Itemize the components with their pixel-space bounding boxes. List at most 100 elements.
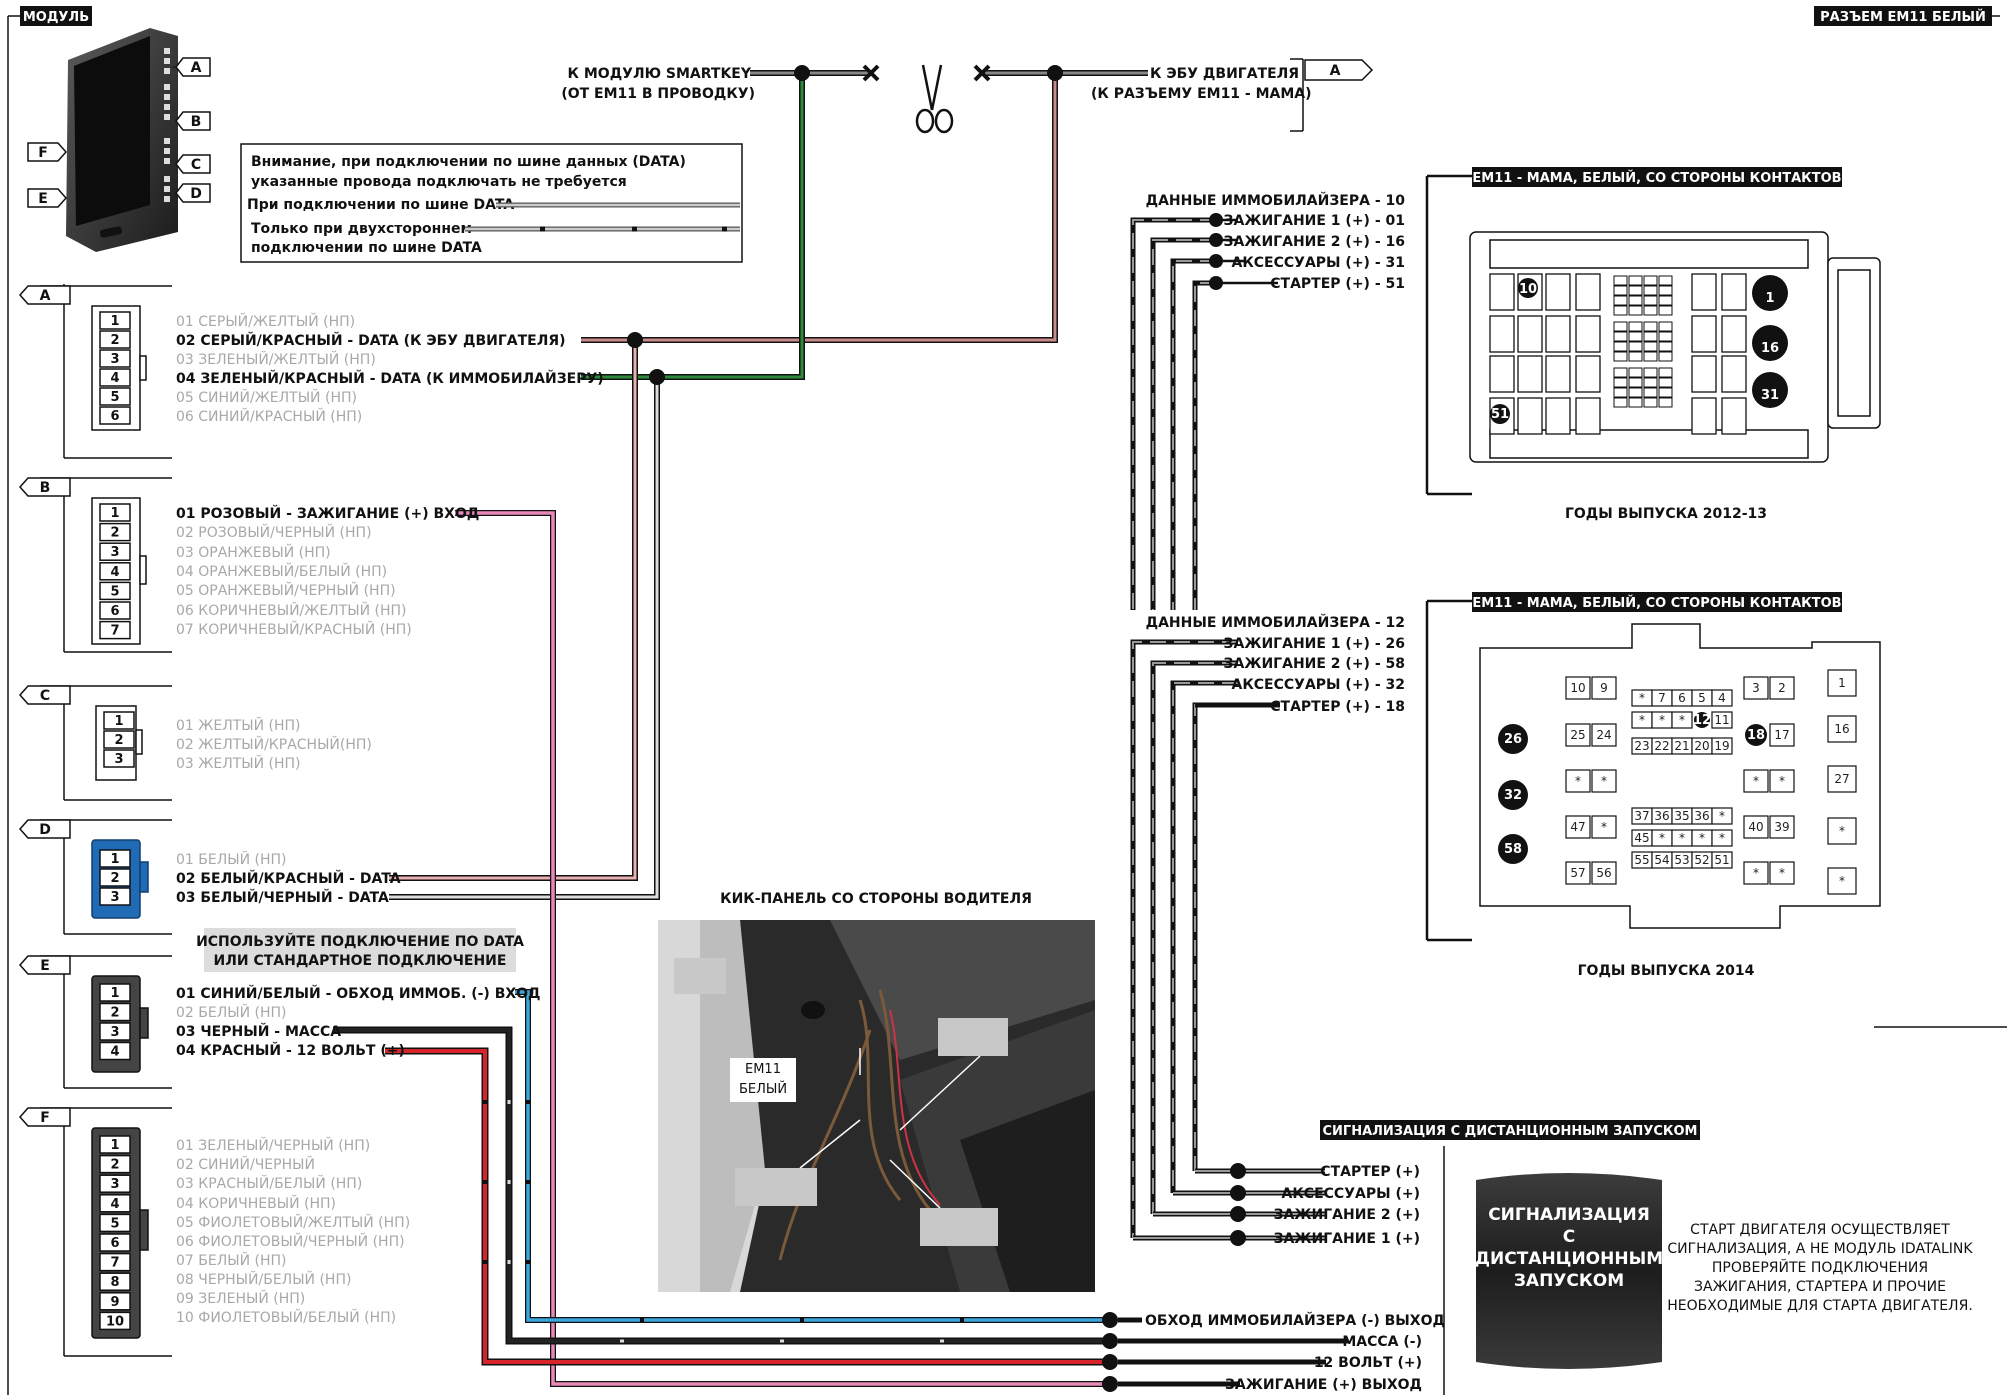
em11-2014-pin	[1743, 815, 1769, 839]
connector-pin-number: 2	[110, 1006, 119, 1021]
em11-2014-pin-label: *	[1679, 831, 1685, 845]
svg-text:02 СИНИЙ/ЧЕРНЫЙ: 02 СИНИЙ/ЧЕРНЫЙ	[176, 1155, 315, 1173]
svg-text:EM11 - МАМА, БЕЛЫЙ, СО СТОРОНЫ: EM11 - МАМА, БЕЛЫЙ, СО СТОРОНЫ КОНТАКТОВ	[1472, 595, 1841, 611]
svg-text:К ЭБУ ДВИГАТЕЛЯ: К ЭБУ ДВИГАТЕЛЯ	[1150, 66, 1299, 82]
svg-text:СТАРТЕР (+) - 18: СТАРТЕР (+) - 18	[1270, 699, 1405, 715]
em11-2014-pin	[1565, 769, 1591, 793]
svg-text:E: E	[38, 191, 48, 207]
em11-2012-connector	[1469, 231, 1881, 463]
em11-2012-box-title: EM11 - МАМА, БЕЛЫЙ, СО СТОРОНЫ КОНТАКТОВ	[1472, 167, 1842, 187]
em11-2014-pin-label: *	[1659, 713, 1665, 727]
em11-2014-pin-label: *	[1753, 866, 1759, 880]
em11-2014-pin-label: 37	[1634, 809, 1649, 823]
svg-text:НЕОБХОДИМЫЕ ДЛЯ СТАРТА ДВИГАТЕ: НЕОБХОДИМЫЕ ДЛЯ СТАРТА ДВИГАТЕЛЯ.	[1667, 1298, 1973, 1314]
em11-2014-pin-label: *	[1601, 820, 1607, 834]
svg-text:05 ОРАНЖЕВЫЙ/ЧЕРНЫЙ (НП): 05 ОРАНЖЕВЫЙ/ЧЕРНЫЙ (НП)	[176, 581, 396, 599]
svg-text:1: 1	[1765, 291, 1774, 306]
em11-2014-pin-label: *	[1639, 713, 1645, 727]
svg-text:06 ФИОЛЕТОВЫЙ/ЧЕРНЫЙ (НП): 06 ФИОЛЕТОВЫЙ/ЧЕРНЫЙ (НП)	[176, 1232, 405, 1250]
em11-2014-pin	[1769, 815, 1795, 839]
em11-2014-box-title: EM11 - МАМА, БЕЛЫЙ, СО СТОРОНЫ КОНТАКТОВ	[1472, 592, 1842, 612]
svg-text:12 ВОЛЬТ (+): 12 ВОЛЬТ (+)	[1314, 1355, 1422, 1371]
svg-text:СИГНАЛИЗАЦИЯ С ДИСТАНЦИОННЫМ З: СИГНАЛИЗАЦИЯ С ДИСТАНЦИОННЫМ ЗАПУСКОМ	[1322, 1124, 1697, 1139]
svg-text:С: С	[1563, 1227, 1575, 1247]
svg-text:51: 51	[1491, 407, 1509, 422]
em11-2014-pin	[1827, 867, 1857, 895]
svg-text:01 СИНИЙ/БЕЛЫЙ - ОБХОД ИММОБ.: 01 СИНИЙ/БЕЛЫЙ - ОБХОД ИММОБ. (-) ВХОД	[176, 985, 541, 1002]
connector-pin-cell	[99, 1135, 131, 1154]
svg-text:04 ЗЕЛЕНЫЙ/КРАСНЫЙ - DATA (К И: 04 ЗЕЛЕНЫЙ/КРАСНЫЙ - DATA (К ИММОБИЛАЙЗЕ…	[176, 370, 604, 387]
em11-2014-pin-label: *	[1699, 831, 1705, 845]
connector-pin-cell	[99, 562, 131, 581]
em11-2014-pin-label: 47	[1570, 820, 1585, 834]
svg-text:(К РАЗЪЕМУ ЕМ11 - МАМА): (К РАЗЪЕМУ ЕМ11 - МАМА)	[1091, 86, 1312, 102]
connector-pin-cell	[99, 1292, 131, 1311]
svg-text:ЗАЖИГАНИЯ, СТАРТЕРА И ПРОЧИЕ: ЗАЖИГАНИЯ, СТАРТЕРА И ПРОЧИЕ	[1694, 1279, 1946, 1295]
connector-pin-cell	[99, 330, 131, 349]
em11-2014-pin-label: *	[1779, 866, 1785, 880]
connector-pin-cell	[103, 711, 135, 730]
em11-2014-pin-label: 26	[1504, 732, 1522, 747]
svg-text:10: 10	[1519, 282, 1537, 297]
em11-2014-pin	[1769, 723, 1795, 747]
svg-text:02 БЕЛЫЙ/КРАСНЫЙ - DATA: 02 БЕЛЫЙ/КРАСНЫЙ - DATA	[176, 870, 401, 887]
em11-2014-pin-label: 40	[1748, 820, 1763, 834]
em11-2014-pin-label: 23	[1634, 739, 1649, 753]
svg-text:ИСПОЛЬЗУЙТЕ ПОДКЛЮЧЕНИЕ ПО DA: ИСПОЛЬЗУЙТЕ ПОДКЛЮЧЕНИЕ ПО DATA	[196, 933, 524, 950]
module-port-c: C	[175, 154, 211, 174]
em11-2014-years: ГОДЫ ВЫПУСКА 2014	[1578, 963, 1755, 979]
connector-pin-cell	[99, 849, 131, 868]
em11-2012-pins: 10 1 16 31 51	[1490, 275, 1788, 424]
svg-text:АКСЕССУАРЫ (+) - 31: АКСЕССУАРЫ (+) - 31	[1231, 255, 1405, 271]
svg-text:01 РОЗОВЫЙ - ЗАЖИГАНИЕ (+) ВХО: 01 РОЗОВЫЙ - ЗАЖИГАНИЕ (+) ВХОД	[176, 505, 479, 522]
svg-text:10 ФИОЛЕТОВЫЙ/БЕЛЫЙ (НП): 10 ФИОЛЕТОВЫЙ/БЕЛЫЙ (НП)	[176, 1308, 396, 1326]
em11-2014-pin	[1769, 676, 1795, 700]
kick-panel-title: КИК-ПАНЕЛЬ СО СТОРОНЫ ВОДИТЕЛЯ	[720, 891, 1032, 907]
em11-2014-pin-label: 3	[1752, 681, 1760, 695]
em11-2012-years: ГОДЫ ВЫПУСКА 2012-13	[1565, 506, 1767, 522]
em11-2014-pin	[1711, 737, 1733, 755]
svg-text:03 ОРАНЖЕВЫЙ (НП): 03 ОРАНЖЕВЫЙ (НП)	[176, 543, 331, 561]
svg-text:РАЗЪЕМ ЕМ11 БЕЛЫЙ: РАЗЪЕМ ЕМ11 БЕЛЫЙ	[1820, 9, 1986, 25]
svg-text:МАССА (-): МАССА (-)	[1342, 1334, 1422, 1350]
connector-pin-number: 1	[110, 1138, 119, 1153]
em11-2014-pin	[1711, 711, 1733, 729]
em11-2014-pin	[1591, 769, 1617, 793]
alarm-harness	[1133, 1168, 1325, 1241]
svg-text:ОБХОД ИММОБИЛАЙЗЕРА (-) ВЫХОД: ОБХОД ИММОБИЛАЙЗЕРА (-) ВЫХОД	[1145, 1312, 1445, 1329]
em11-2014-pin	[1743, 861, 1769, 885]
connector-pin-number: 3	[110, 1177, 119, 1192]
em11-2014-pin-label: *	[1839, 874, 1845, 888]
svg-text:04 КОРИЧНЕВЫЙ (НП): 04 КОРИЧНЕВЫЙ (НП)	[176, 1194, 336, 1212]
connector-pin-number: 4	[110, 1045, 119, 1060]
svg-text:EM11 - МАМА, БЕЛЫЙ, СО СТОРОНЫ: EM11 - МАМА, БЕЛЫЙ, СО СТОРОНЫ КОНТАКТОВ	[1472, 170, 1841, 186]
em11-2014-pin	[1498, 780, 1528, 810]
em11-2014-pin	[1591, 815, 1617, 839]
em11-2014-pin	[1591, 861, 1617, 885]
em11-2014-harness	[1130, 639, 1280, 1238]
connector-a: A	[18, 284, 172, 459]
em11-2014-pin-label: 55	[1634, 853, 1649, 867]
em11-2014-pin	[1711, 689, 1733, 707]
svg-text:02 СЕРЫЙ/КРАСНЫЙ - DATA (К ЭБУ: 02 СЕРЫЙ/КРАСНЫЙ - DATA (К ЭБУ ДВИГАТЕЛЯ…	[176, 332, 566, 349]
em11-2014-pin	[1565, 723, 1591, 747]
em11-2014-pin-label: 54	[1654, 853, 1669, 867]
em11-2014-pin-label: 39	[1774, 820, 1789, 834]
connector-pin-cell	[99, 1022, 131, 1041]
connector-pin-cell	[99, 311, 131, 330]
em11-2014-pin	[1827, 715, 1857, 743]
connector-pin-number: 9	[110, 1295, 119, 1310]
em11-2014-pin-label: 18	[1747, 728, 1765, 743]
svg-text:ДАННЫЕ ИММОБИЛАЙЗЕРА - 12: ДАННЫЕ ИММОБИЛАЙЗЕРА - 12	[1146, 614, 1405, 631]
em11-2014-pin-label: 6	[1678, 691, 1686, 705]
svg-text:01 ЗЕЛЕНЫЙ/ЧЕРНЫЙ (НП): 01 ЗЕЛЕНЫЙ/ЧЕРНЫЙ (НП)	[176, 1136, 370, 1154]
svg-text:Внимание, при подключении по ш: Внимание, при подключении по шине данных…	[251, 154, 686, 170]
em11-2014-pin	[1827, 817, 1857, 845]
junction-dots	[627, 65, 1118, 1392]
connector-e: E	[18, 955, 172, 1089]
connector-pin-number: 3	[110, 352, 119, 367]
alarm-unit: СИГНАЛИЗАЦИЯ С ДИСТАНЦИОННЫМ ЗАПУСКОМ	[1475, 1173, 1663, 1369]
module-port-e: E	[27, 188, 68, 208]
em11-2014-pin	[1711, 807, 1733, 825]
